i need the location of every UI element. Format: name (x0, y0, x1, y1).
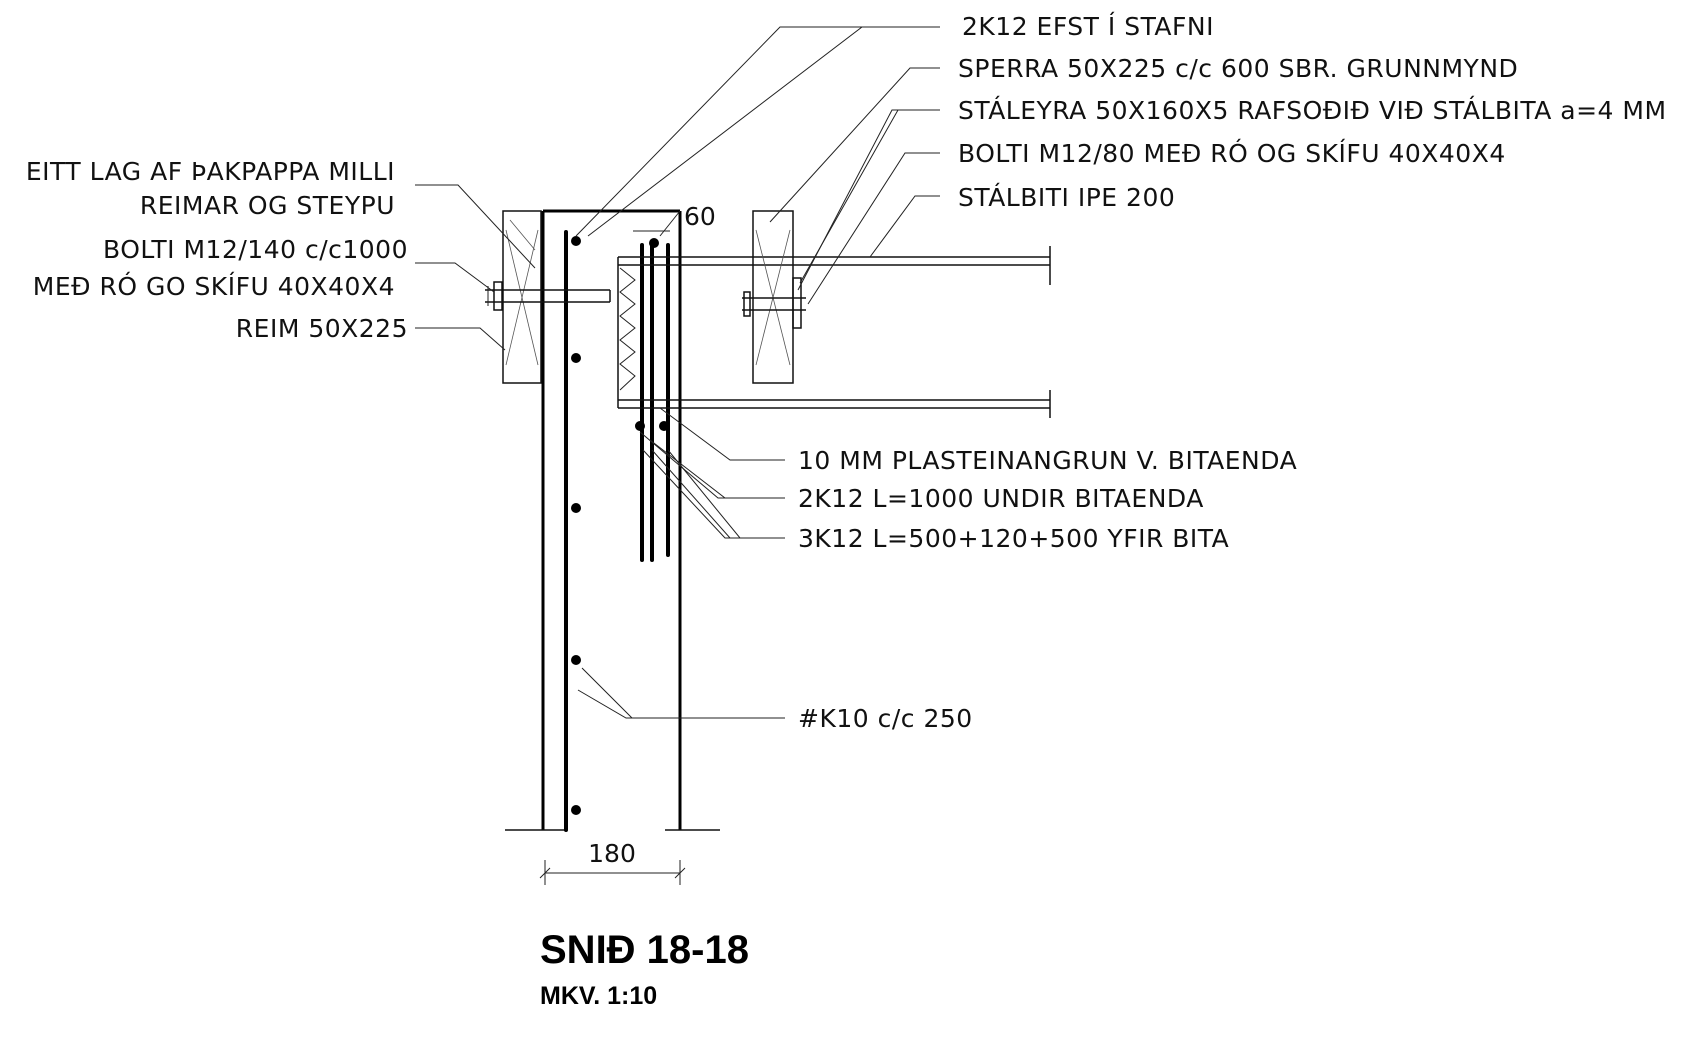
insulation (619, 267, 636, 391)
timber-plate (502, 210, 542, 384)
steel-ear-bolt (742, 277, 806, 329)
wall-bolt (485, 281, 611, 311)
rafter (752, 210, 794, 384)
dimension-60: 60 (684, 202, 716, 231)
label-steel-beam: STÁLBITI IPE 200 (958, 183, 1175, 212)
label-wall-bolt-line2: MEÐ RÓ GO SKÍFU 40X40X4 (33, 271, 395, 301)
label-rafter: SPERRA 50X225 c/c 600 SBR. GRUNNMYND (958, 54, 1518, 83)
label-rebar-under: 2K12 L=1000 UNDIR BITAENDA (798, 484, 1204, 513)
label-mesh: #K10 c/c 250 (798, 704, 973, 733)
beam-end-rebar (635, 238, 670, 562)
scale-label: MKV. 1:10 (540, 982, 657, 1010)
section-title: SNIÐ 18-18 (540, 928, 749, 972)
label-top-rebar: 2K12 EFST Í STAFNI (962, 12, 1214, 41)
leader-lines (415, 26, 940, 719)
dimension-180: 180 (588, 839, 636, 868)
label-plate: REIM 50X225 (236, 314, 408, 343)
wall-rebar (564, 230, 581, 832)
label-rebar-over: 3K12 L=500+120+500 YFIR BITA (798, 524, 1229, 553)
label-membrane-line2: REIMAR OG STEYPU (140, 191, 395, 220)
label-insulation: 10 MM PLASTEINANGRUN V. BITAENDA (798, 446, 1297, 475)
label-wall-bolt-line1: BOLTI M12/140 c/c1000 (103, 235, 408, 264)
label-bolt-beam: BOLTI M12/80 MEÐ RÓ OG SKÍFU 40X40X4 (958, 138, 1506, 168)
concrete-wall (505, 209, 720, 831)
label-membrane-line1: EITT LAG AF ÞAKPAPPA MILLI (26, 157, 395, 186)
label-steel-ear: STÁLEYRA 50X160X5 RAFSOÐIÐ VIÐ STÁLBITA … (958, 96, 1667, 125)
steel-beam (617, 246, 1051, 418)
width-dimension (539, 860, 686, 885)
